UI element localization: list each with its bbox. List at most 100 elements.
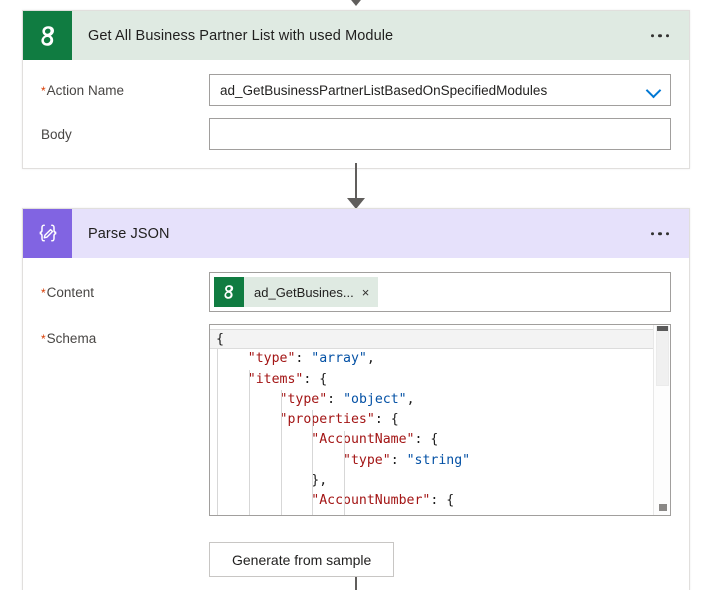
scrollbar-down-arrow-icon[interactable] bbox=[654, 500, 670, 515]
field-row-action-name: *Action Name ad_GetBusinessPartnerListBa… bbox=[41, 74, 671, 106]
code-token-pun: , bbox=[319, 473, 328, 489]
parse-json-card-overflow-menu-icon[interactable] bbox=[647, 226, 674, 242]
code-token-pun bbox=[216, 473, 311, 488]
generate-from-sample-button[interactable]: Generate from sample bbox=[209, 542, 395, 577]
code-line: "items": { bbox=[210, 370, 653, 390]
content-control: ad_GetBusines... × bbox=[209, 272, 671, 312]
required-marker-icon: * bbox=[41, 332, 46, 346]
field-row-body: Body bbox=[41, 118, 671, 150]
action-name-value: ad_GetBusinessPartnerListBasedOnSpecifie… bbox=[220, 82, 548, 98]
code-token-key: "type" bbox=[343, 452, 391, 468]
code-token-pun: : bbox=[390, 452, 407, 468]
indent-guide bbox=[280, 389, 282, 515]
code-token-pun: : bbox=[295, 351, 312, 367]
connector-top bbox=[0, 0, 711, 6]
field-row-content: *Content ad_GetBusines... × bbox=[41, 272, 671, 312]
parse-json-card[interactable]: Parse JSON *Content bbox=[22, 208, 690, 590]
code-token-str: "string" bbox=[407, 514, 471, 515]
content-input[interactable]: ad_GetBusines... × bbox=[209, 272, 671, 312]
schema-control: { "type": "array", "items": { "type": "o… bbox=[209, 324, 671, 516]
parse-json-icon bbox=[23, 209, 72, 258]
indent-guide bbox=[217, 349, 218, 515]
code-line: "AccountName": { bbox=[210, 430, 653, 450]
scrollbar-up-arrow-icon[interactable] bbox=[657, 326, 668, 331]
code-token-pun bbox=[216, 453, 343, 468]
schema-code-viewport: { "type": "array", "items": { "type": "o… bbox=[210, 325, 653, 515]
parse-json-card-title: Parse JSON bbox=[88, 225, 170, 242]
code-token-brace: { bbox=[446, 493, 455, 509]
action-name-label-text: Action Name bbox=[46, 83, 124, 98]
code-token-pun bbox=[216, 351, 248, 366]
code-token-pun: : bbox=[430, 493, 447, 509]
chevron-down-icon[interactable] bbox=[647, 84, 660, 97]
code-token-key: "AccountName" bbox=[311, 432, 415, 448]
code-token-key: "type" bbox=[279, 391, 328, 407]
parse-json-card-header[interactable]: Parse JSON bbox=[23, 209, 689, 258]
code-token-pun bbox=[216, 432, 311, 447]
action-name-label: *Action Name bbox=[41, 74, 209, 100]
action-card[interactable]: Get All Business Partner List with used … bbox=[22, 10, 690, 169]
content-label-text: Content bbox=[46, 285, 94, 300]
code-line: "type": "string" bbox=[210, 451, 653, 471]
code-token-pun: : bbox=[391, 514, 407, 515]
code-token-str: "string" bbox=[406, 452, 471, 468]
required-marker-icon: * bbox=[41, 286, 46, 300]
action-name-control: ad_GetBusinessPartnerListBasedOnSpecifie… bbox=[209, 74, 671, 106]
action-card-title: Get All Business Partner List with used … bbox=[88, 27, 394, 44]
connector-bottom bbox=[0, 577, 711, 590]
code-token-pun bbox=[216, 372, 248, 387]
code-token-pun bbox=[216, 392, 280, 407]
code-token-key: "items" bbox=[247, 371, 304, 387]
action-card-body: *Action Name ad_GetBusinessPartnerListBa… bbox=[23, 60, 689, 168]
code-token-key: "properties" bbox=[279, 412, 375, 428]
action-card-header[interactable]: Get All Business Partner List with used … bbox=[23, 11, 689, 60]
code-line: }, bbox=[210, 471, 653, 491]
code-token-pun bbox=[216, 493, 311, 508]
code-line: "type": "object", bbox=[210, 390, 653, 410]
dynamic-content-token[interactable]: ad_GetBusines... × bbox=[214, 277, 379, 307]
schema-label: *Schema bbox=[41, 324, 209, 348]
code-token-brace: } bbox=[311, 473, 320, 489]
schema-code-editor[interactable]: { "type": "array", "items": { "type": "o… bbox=[209, 324, 671, 516]
body-control bbox=[209, 118, 671, 150]
code-token-pun: : bbox=[414, 432, 431, 448]
field-row-schema: *Schema { "type": "array", "items": { "t… bbox=[41, 324, 671, 516]
schema-actions: Generate from sample bbox=[209, 528, 671, 577]
code-token-pun: : bbox=[327, 391, 344, 407]
body-input[interactable] bbox=[209, 118, 671, 150]
close-icon[interactable]: × bbox=[361, 284, 370, 300]
parse-json-card-body: *Content ad_GetBusines... × bbox=[23, 258, 689, 590]
schema-code-content[interactable]: { "type": "array", "items": { "type": "o… bbox=[210, 325, 653, 515]
code-token-key: "type" bbox=[247, 351, 296, 367]
dataverse-action-icon bbox=[23, 11, 72, 60]
code-line: "AccountNumber": { bbox=[210, 491, 653, 511]
code-token-pun bbox=[216, 514, 343, 515]
schema-label-text: Schema bbox=[46, 331, 97, 346]
scrollbar-thumb[interactable] bbox=[656, 326, 669, 386]
code-token-pun: : bbox=[303, 371, 320, 387]
code-token-pun bbox=[216, 412, 280, 427]
code-token-key: "type" bbox=[343, 514, 391, 515]
required-marker-icon: * bbox=[41, 84, 46, 98]
action-card-overflow-menu-icon[interactable] bbox=[647, 28, 674, 44]
connector-between-cards bbox=[0, 162, 711, 210]
code-token-str: "array" bbox=[311, 351, 367, 367]
code-token-brace: { bbox=[430, 432, 439, 448]
code-line: { bbox=[210, 329, 653, 350]
token-label: ad_GetBusines... bbox=[254, 284, 354, 300]
code-token-pun: : bbox=[374, 412, 391, 428]
code-token-str: "object" bbox=[343, 391, 407, 407]
code-line: "properties": { bbox=[210, 410, 653, 430]
code-token-pun: , bbox=[406, 391, 415, 407]
indent-guide bbox=[248, 369, 250, 515]
schema-vertical-scrollbar[interactable] bbox=[653, 325, 670, 515]
dataverse-action-icon bbox=[214, 277, 244, 307]
indent-guide bbox=[344, 430, 346, 515]
indent-guide bbox=[312, 410, 314, 515]
body-label-text: Body bbox=[41, 127, 72, 142]
code-line: "type": "array", bbox=[210, 349, 653, 369]
code-token-brace: { bbox=[390, 412, 399, 428]
code-token-key: "AccountNumber" bbox=[311, 493, 431, 509]
action-name-dropdown[interactable]: ad_GetBusinessPartnerListBasedOnSpecifie… bbox=[209, 74, 671, 106]
